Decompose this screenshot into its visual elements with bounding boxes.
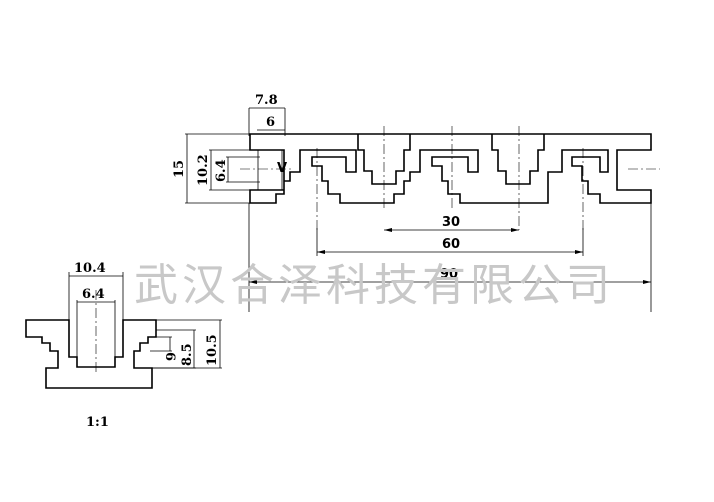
dimension-6-4: 6.4 [214,156,260,183]
label-depth-8-5: 8.5 [180,343,195,366]
dimension-10-5: 10.5 [152,319,222,369]
label-pitch-30: 30 [442,215,460,230]
dimension-10-4: 10.4 [68,261,124,322]
section-detail-outline [25,319,157,389]
label-head-width: 10.4 [74,261,106,276]
dimension-8-5: 8.5 [152,329,196,369]
label-opening-6-4: 6.4 [214,159,229,182]
dimension-6-4-section: 6.4 [76,287,116,326]
dimension-30: 30 [384,215,519,232]
label-neck-height: 6 [162,352,177,361]
scale-label: 1:1 [86,415,109,430]
label-pitch-60: 60 [442,237,460,252]
label-overall-90: 90 [440,267,458,282]
dimension-6-section: 6 [150,336,177,361]
dimension-7-8: 7.8 [248,93,286,136]
label-overall-10-5: 10.5 [205,334,220,366]
label-slot-inner-width: 6 [266,115,275,130]
company-watermark: 武汉合泽科技有限公司 [134,260,614,311]
aluminum-profile-outline [249,133,652,204]
dimension-6-top: 6 [257,115,285,131]
dimension-90: 90 [248,203,652,312]
dimension-10-2: 10.2 [196,149,250,191]
label-opening-10-2: 10.2 [196,154,211,186]
dimension-15: 15 [172,133,250,204]
label-neck-width: 6.4 [82,287,105,302]
center-lines [240,126,660,230]
label-height-15: 15 [172,160,187,178]
slot-marker-v: V [277,161,287,176]
label-slot-outer-width: 7.8 [255,93,278,108]
dimension-60: 60 [316,228,584,256]
